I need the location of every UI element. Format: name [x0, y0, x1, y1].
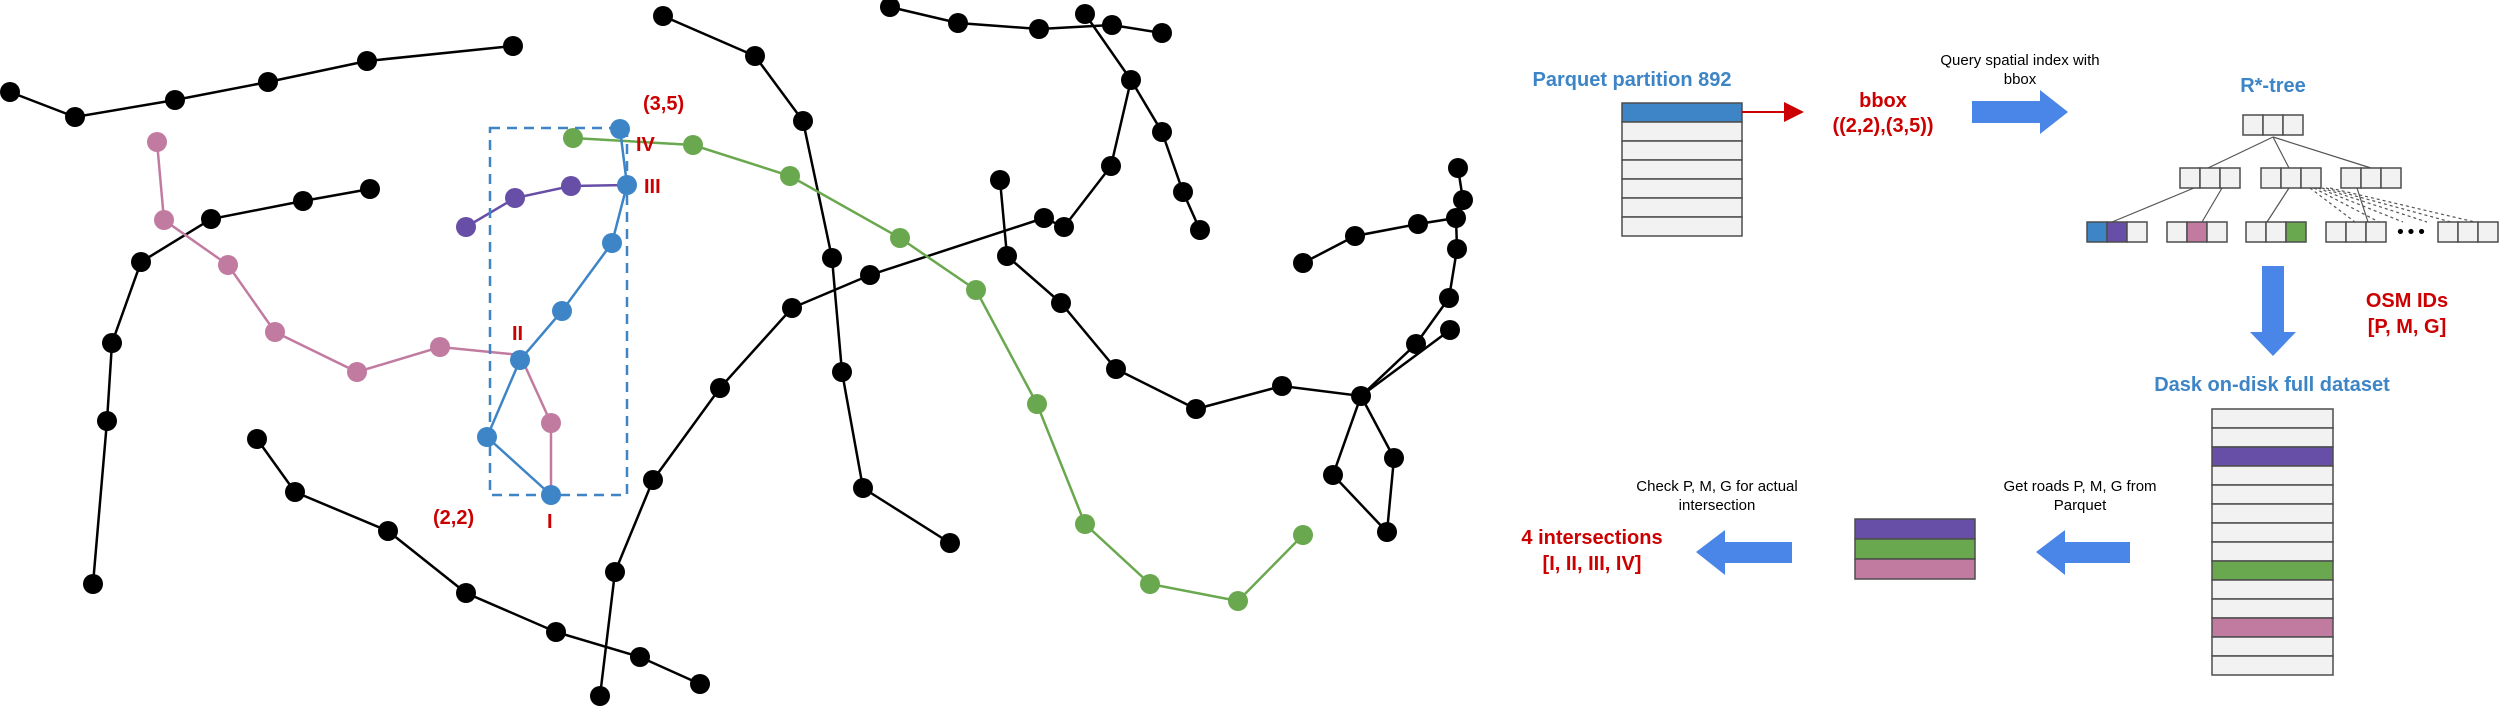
- corner-label-top: (3,5): [643, 93, 684, 115]
- query-flow: Parquet partition 892 bbox ((2,2),(3,5))…: [1521, 52, 2499, 676]
- bbox-title: bbox: [1859, 90, 1907, 112]
- intersection-label-i: I: [547, 511, 553, 533]
- corner-label-bottom: (2,2): [433, 507, 474, 529]
- check-label-line1: Check P, M, G for actual: [1636, 478, 1797, 495]
- intersection-label-ii: II: [512, 323, 523, 345]
- osm-ids-title: OSM IDs: [2366, 290, 2448, 312]
- rtree-edges: [2111, 136, 2372, 223]
- road-black-6: [889, 5, 1163, 35]
- osm-ids-arrow: [2250, 266, 2296, 356]
- result-title: 4 intersections: [1521, 527, 1662, 549]
- black-road-nodes: [0, 0, 1473, 706]
- road-black-7: [1083, 13, 1185, 193]
- dask-dataset-title: Dask on-disk full dataset: [2154, 374, 2390, 396]
- osm-ids-value: [P, M, G]: [2368, 316, 2447, 338]
- road-blue: [477, 119, 637, 505]
- road-network: (3,5) (2,2) IV III II I: [0, 0, 1473, 706]
- parquet-partition-title: Parquet partition 892: [1533, 69, 1732, 91]
- road-black-10: [998, 179, 1451, 411]
- road-purple: [456, 176, 628, 237]
- rtree-ellipsis: •••: [2395, 222, 2427, 243]
- get-roads-label-line2: Parquet: [2054, 497, 2107, 514]
- road-black-1: [9, 44, 514, 119]
- road-black-2: [91, 187, 371, 585]
- bbox-value: ((2,2),(3,5)): [1832, 115, 1933, 137]
- check-arrow: [1696, 530, 1792, 575]
- dask-dataset-table: [2211, 408, 2334, 676]
- road-black-11: [1302, 216, 1459, 535]
- check-label-line2: intersection: [1679, 497, 1756, 514]
- get-roads-arrow: [2036, 530, 2130, 575]
- result-value: [I, II, III, IV]: [1543, 553, 1642, 575]
- query-label-line2: bbox: [2004, 71, 2037, 88]
- rtree-dotted-edges: [2309, 187, 2476, 223]
- intersection-label-iii: III: [644, 176, 661, 198]
- query-bounding-box: [488, 126, 629, 497]
- rtree-title: R*-tree: [2240, 75, 2306, 97]
- get-roads-label-line1: Get roads P, M, G from: [2003, 478, 2156, 495]
- selected-roads-table: [1854, 518, 1976, 580]
- query-label-line1: Query spatial index with: [1940, 52, 2099, 69]
- road-black-9: [1043, 79, 1133, 229]
- rtree: [2086, 114, 2499, 243]
- parquet-partition-table: [1621, 102, 1743, 237]
- road-pink: [147, 132, 561, 495]
- intersection-label-iv: IV: [636, 134, 656, 156]
- query-arrow: [1972, 90, 2068, 134]
- road-black-4: [662, 14, 951, 545]
- road-black-3: [255, 438, 701, 686]
- road-green: [563, 128, 1313, 611]
